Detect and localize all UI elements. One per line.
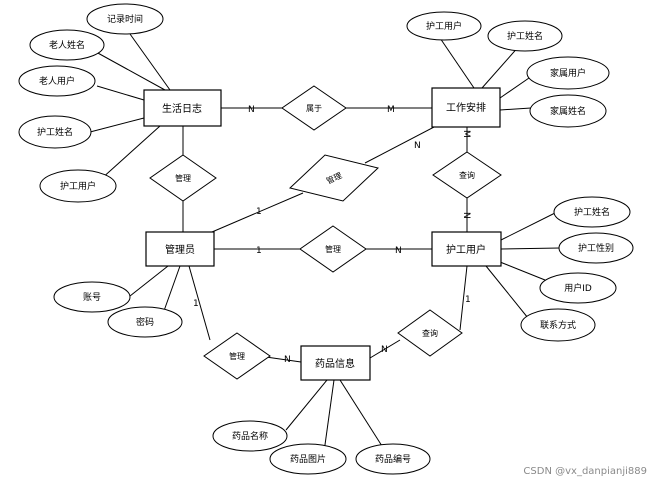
edge-admin-manage-med: [188, 265, 211, 341]
attr-record-time: 记录时间: [86, 3, 164, 35]
card-schedule-manage: N: [414, 141, 421, 151]
edge-admin-account: [129, 265, 169, 297]
attr-record-time-label: 记录时间: [107, 13, 143, 25]
edges: [89, 33, 561, 453]
card-schedule-view: M: [461, 130, 471, 138]
edge-ws-cg-user: [439, 37, 475, 89]
attr-elder-user-label: 老人用户: [39, 75, 75, 87]
entity-medicine-label: 药品信息: [315, 357, 355, 370]
attr-ws-caregiver-user: 护工用户: [406, 11, 482, 41]
edge-manage-ws: [364, 126, 435, 164]
attr-password-label: 密码: [136, 316, 154, 328]
attr-ws-caregiver-name-label: 护工姓名: [507, 30, 543, 42]
edge-admin-manage-ws: [211, 192, 304, 233]
entity-admin: 管理员: [145, 231, 215, 267]
relationship-manage-medicine: 管理: [203, 332, 271, 380]
card-view-caregiver: N: [461, 212, 471, 219]
attr-cg-contact-label: 联系方式: [540, 319, 576, 331]
attr-family-name-label: 家属姓名: [550, 105, 586, 117]
relationship-view-medicine-label: 查询: [422, 328, 438, 338]
attr-cg-user-id-label: 用户ID: [564, 282, 592, 294]
attr-elder-name-label: 老人姓名: [49, 39, 85, 51]
edge-log-elder-user: [96, 85, 145, 101]
entity-work-schedule: 工作安排: [431, 87, 501, 128]
attr-cg-user-id: 用户ID: [539, 272, 617, 304]
edge-log-elder-name: [95, 51, 166, 91]
card-admin-manage-med: 1: [193, 299, 199, 309]
entity-work-schedule-label: 工作安排: [446, 101, 486, 114]
attr-med-code-label: 药品编号: [375, 453, 411, 465]
entity-life-log: 生活日志: [143, 89, 222, 127]
card-manage-med-medicine: N: [284, 355, 291, 365]
entity-caregiver-label: 护工用户: [446, 243, 486, 256]
edge-log-caregiver-name: [89, 117, 145, 133]
edge-log-record-time: [129, 33, 171, 91]
attr-account-label: 账号: [83, 292, 101, 303]
relationship-manage-caregiver-label: 管理: [325, 244, 341, 254]
attr-med-name-label: 药品名称: [232, 430, 268, 442]
attr-family-name: 家属姓名: [529, 94, 607, 128]
attr-elder-user: 老人用户: [18, 65, 96, 97]
edge-cg-name: [500, 212, 556, 241]
entity-life-log-label: 生活日志: [162, 102, 202, 115]
attr-cg-gender: 护工性别: [558, 232, 634, 264]
attr-caregiver-name-log-label: 护工姓名: [37, 126, 73, 138]
attr-elder-name: 老人姓名: [29, 29, 105, 61]
card-belongs-schedule: M: [387, 105, 395, 115]
attr-caregiver-name-log: 护工姓名: [18, 115, 92, 149]
edge-ws-family-user: [499, 77, 530, 99]
attr-account: 账号: [53, 281, 131, 313]
edge-med-view: [369, 339, 401, 359]
attr-med-code: 药品编号: [355, 443, 431, 475]
edge-cg-contact: [485, 265, 529, 319]
edge-cg-gender: [500, 247, 561, 250]
relationship-view-schedule: 查询: [432, 151, 502, 199]
relationship-belongs-to-label: 属于: [306, 104, 322, 113]
relationship-view-schedule-label: 查询: [459, 170, 475, 180]
relationship-manage-log: 管理: [149, 154, 217, 202]
edge-ws-cg-name: [481, 44, 521, 89]
attr-med-name: 药品名称: [212, 420, 288, 452]
attr-password: 密码: [107, 306, 183, 338]
attr-cg-gender-label: 护工性别: [578, 242, 614, 254]
entity-medicine: 药品信息: [300, 345, 371, 381]
attr-family-user-label: 家属用户: [550, 67, 586, 79]
edge-manage-med: [265, 356, 302, 363]
card-manage-cg-caregiver: N: [395, 246, 402, 256]
attr-cg-contact: 联系方式: [520, 308, 596, 342]
card-view-med-caregiver: 1: [465, 295, 471, 305]
edge-med-code: [339, 379, 383, 447]
card-log-belongs: N: [248, 105, 255, 115]
attr-caregiver-user-log-label: 护工用户: [60, 180, 96, 192]
relationship-manage-log-label: 管理: [175, 173, 191, 183]
card-admin-manage-ws: 1: [256, 207, 262, 217]
attr-cg-name: 护工姓名: [553, 196, 631, 228]
edge-ws-family-name: [499, 107, 532, 111]
watermark: CSDN @vx_danpianji889: [523, 466, 647, 477]
edge-med-image: [323, 379, 335, 453]
entity-admin-label: 管理员: [165, 243, 195, 256]
attr-med-image-label: 药品图片: [290, 453, 326, 465]
attr-ws-caregiver-name: 护工姓名: [487, 20, 563, 52]
entity-caregiver: 护工用户: [431, 231, 502, 267]
edge-view-cg: [459, 265, 468, 331]
attr-med-image: 药品图片: [269, 443, 347, 475]
relationship-manage-schedule: 管理: [288, 154, 380, 202]
relationship-manage-caregiver: 管理: [299, 225, 367, 273]
cardinality-labels: N M N 1 M N 1 N 1 N N 1: [193, 105, 471, 365]
edge-log-caregiver-user: [99, 125, 161, 181]
relationship-view-medicine: 查询: [397, 309, 463, 357]
attr-ws-caregiver-user-label: 护工用户: [426, 20, 462, 32]
relationship-manage-medicine-label: 管理: [229, 351, 245, 361]
attr-cg-name-label: 护工姓名: [574, 206, 610, 218]
relationship-belongs-to: 属于: [281, 85, 347, 131]
attr-family-user: 家属用户: [526, 56, 610, 90]
card-admin-manage-cg: 1: [256, 246, 262, 256]
card-medicine-view: N: [381, 345, 388, 355]
edge-cg-userid: [499, 261, 546, 281]
attr-caregiver-user-log: 护工用户: [39, 169, 117, 203]
edge-med-name: [285, 379, 328, 431]
